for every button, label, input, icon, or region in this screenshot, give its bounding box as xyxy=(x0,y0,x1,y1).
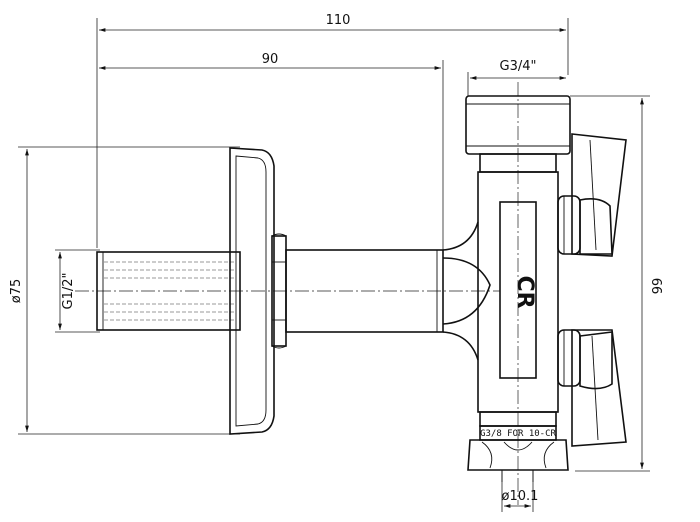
upper-handle xyxy=(557,133,627,257)
bottom-diameter-label: ø10.1 xyxy=(502,489,539,504)
wall-flange xyxy=(229,147,275,435)
connecting-shaft xyxy=(285,249,444,333)
bottom-connector: G3/8 FOR 10-CR xyxy=(467,411,569,482)
outlet-thread-label: G3/4" xyxy=(500,59,537,74)
dimension-height: 66 xyxy=(570,95,663,472)
dimension-flange-diameter: ø75 xyxy=(9,146,240,435)
body-length-label: 90 xyxy=(262,52,279,67)
inlet-thread-label: G1/2" xyxy=(61,273,76,310)
overall-length-label: 110 xyxy=(326,13,351,28)
nut-marking: G3/8 FOR 10-CR xyxy=(480,429,556,439)
dimension-inlet-thread: G1/2" xyxy=(55,249,100,333)
dimension-body-length: 90 xyxy=(99,52,444,252)
lower-handle xyxy=(557,329,627,447)
body-transition xyxy=(442,221,491,361)
body-marking: CR xyxy=(512,275,537,308)
threaded-inlet-pipe xyxy=(96,251,241,331)
dimension-overall-length: 110 xyxy=(96,13,569,248)
dimension-outlet-thread: G3/4" xyxy=(467,59,566,96)
height-label: 66 xyxy=(648,278,663,295)
flange-diameter-label: ø75 xyxy=(9,279,24,304)
